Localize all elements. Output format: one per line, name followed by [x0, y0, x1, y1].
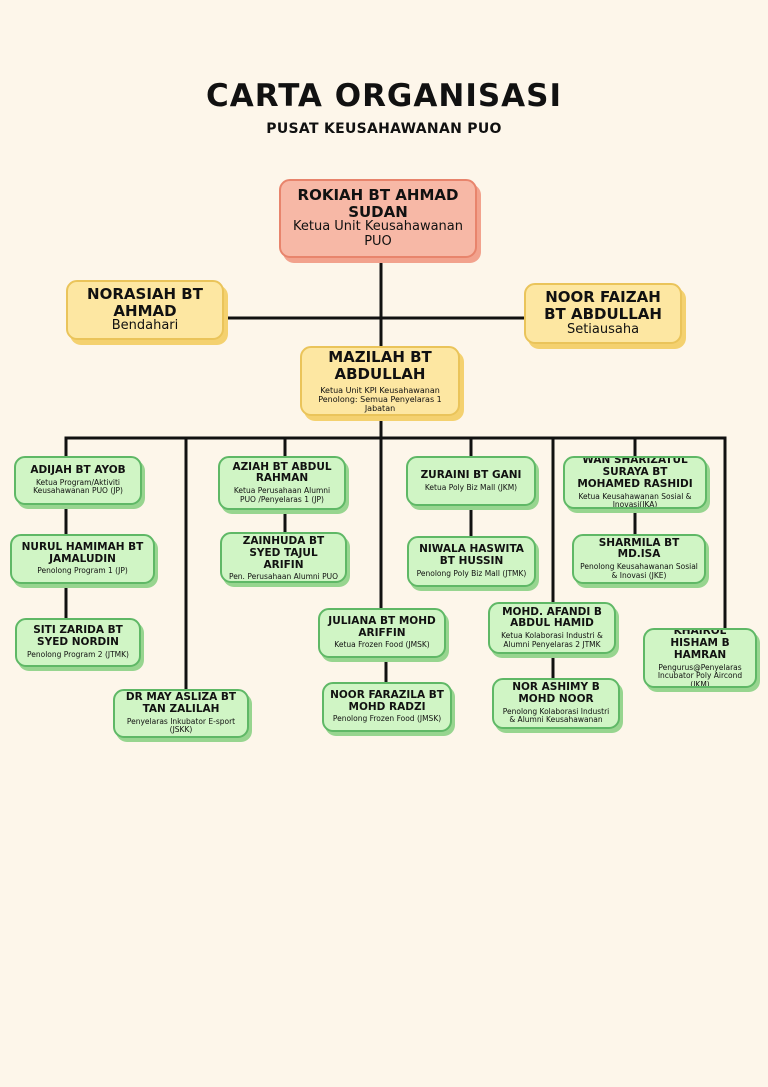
node-name: SHARMILA BT MD.ISA	[598, 536, 680, 561]
org-node-siti: SITI ZARIDA BT SYED NORDIN Penolong Prog…	[15, 618, 141, 667]
node-role: Penyelaras Inkubator E-sport (JSKK)	[126, 716, 236, 735]
node-name: NOR ASHIMY B MOHD NOOR	[512, 681, 600, 705]
org-node-drmay: DR MAY ASLIZA BT TAN ZALILAH Penyelaras …	[113, 689, 249, 738]
node-role: Ketua Frozen Food (JMSK)	[334, 640, 430, 650]
org-node-noor-farazila: NOOR FARAZILA BT MOHD RADZI Penolong Fro…	[322, 682, 452, 732]
node-name: SHARIFAH ZAINHUDA BT SYED TAJUL ARIFIN	[242, 534, 325, 571]
node-role: Bendahari	[111, 318, 179, 334]
node-name: MAZILAH BT ABDULLAH	[328, 347, 432, 383]
node-role: Ketua Program/Aktiviti Keusahawanan PUO …	[33, 477, 123, 496]
node-role: Penolong Program 1 (JP)	[37, 566, 128, 576]
page-subtitle: PUSAT KEUSAHAWANAN PUO	[266, 121, 502, 137]
node-role: Ketua Kolaborasi Industri & Alumni Penye…	[501, 631, 603, 649]
node-name: DR MAY ASLIZA BT TAN ZALILAH	[125, 691, 237, 715]
org-node-ashimy: NOR ASHIMY B MOHD NOOR Penolong Kolabora…	[492, 678, 620, 729]
org-node-norasiah: NORASIAH BT AHMAD Bendahari	[66, 280, 224, 340]
node-name: KHAIROL HISHAM B HAMRAN	[670, 628, 730, 661]
org-node-zuraini: ZURAINI BT GANI Ketua Poly Biz Mall (JKM…	[406, 456, 536, 506]
org-node-khairol: KHAIROL HISHAM B HAMRAN Pengurus@Penyela…	[643, 628, 757, 688]
org-node-afandi: MOHD. AFANDI B ABDUL HAMID Ketua Kolabor…	[488, 602, 616, 654]
org-node-mazilah: MAZILAH BT ABDULLAH Ketua Unit KPI Keusa…	[300, 346, 460, 416]
node-role-secondary: Penolong: Semua Penyelaras 1 Jabatan	[318, 394, 442, 413]
node-name: SITI ZARIDA BT SYED NORDIN	[33, 624, 123, 649]
node-role: Ketua Poly Biz Mall (JKM)	[424, 482, 518, 492]
node-name: AZIAH BT ABDUL RAHMAN	[232, 460, 332, 485]
node-role: Pengurus@Penyelaras Incubator Poly Airco…	[657, 662, 743, 688]
page-title: CARTA ORGANISASI	[205, 78, 563, 114]
org-node-sharifah: SHARIFAH ZAINHUDA BT SYED TAJUL ARIFIN P…	[220, 532, 347, 583]
node-name: JULIANA BT MOHD ARIFFIN	[328, 614, 436, 639]
org-node-adijah: ADIJAH BT AYOB Ketua Program/Aktiviti Ke…	[14, 456, 142, 505]
node-role: Ketua Perusahaan Alumni PUO /Penyelaras …	[233, 486, 331, 504]
org-node-aziah: AZIAH BT ABDUL RAHMAN Ketua Perusahaan A…	[218, 456, 346, 510]
node-name: NOOR FARAZILA BT MOHD RADZI	[330, 688, 444, 713]
org-node-wan: WAN SHARIZATUL SURAYA BT MOHAMED RASHIDI…	[563, 456, 707, 509]
node-name: MOHD. AFANDI B ABDUL HAMID	[502, 605, 602, 630]
node-name: NURUL HAMIMAH BT JAMALUDIN	[21, 540, 144, 565]
org-node-nurul: NURUL HAMIMAH BT JAMALUDIN Penolong Prog…	[10, 534, 155, 584]
node-name: NORASIAH BT AHMAD	[87, 284, 203, 320]
node-name: NIWALA HASWITA BT HUSSIN	[419, 543, 524, 568]
node-role: Ketua Keusahawanan Sosial & Inovasi(JKA)	[578, 491, 692, 509]
node-role: Penolong Program 2 (JTMK)	[26, 649, 129, 659]
node-name: ROKIAH BT AHMAD SUDAN	[297, 185, 459, 221]
org-node-sharmila: SHARMILA BT MD.ISA Penolong Keusahawanan…	[572, 534, 706, 584]
node-role: Penolong Keusahawanan Sosial & Inovasi (…	[580, 562, 698, 580]
node-role: Penolong Frozen Food (JMSK)	[332, 714, 442, 724]
node-role: Penolong Kolaborasi Industri & Alumni Ke…	[502, 706, 610, 725]
node-role: Ketua Unit KPI Keusahawanan	[320, 385, 440, 395]
node-role: Pen. Perusahaan Alumni PUO /Penyelaras 1…	[228, 572, 339, 582]
node-name: ADIJAH BT AYOB	[30, 464, 126, 476]
node-name: WAN SHARIZATUL SURAYA BT MOHAMED RASHIDI	[577, 456, 693, 490]
node-role: Penolong Poly Biz Mall (JTMK)	[416, 568, 527, 578]
node-name: NOOR FAIZAH BT ABDULLAH	[544, 288, 662, 324]
org-node-juliana: JULIANA BT MOHD ARIFFIN Ketua Frozen Foo…	[318, 608, 446, 658]
org-node-rokiah: ROKIAH BT AHMAD SUDAN Ketua Unit Keusaha…	[279, 179, 477, 258]
node-name: ZURAINI BT GANI	[420, 468, 522, 481]
org-node-niwala: NIWALA HASWITA BT HUSSIN Penolong Poly B…	[407, 536, 536, 587]
node-role: Setiausaha	[566, 321, 640, 337]
node-role: Ketua Unit Keusahawanan PUO	[292, 219, 463, 250]
org-node-noor-faizah: NOOR FAIZAH BT ABDULLAH Setiausaha	[524, 283, 682, 344]
